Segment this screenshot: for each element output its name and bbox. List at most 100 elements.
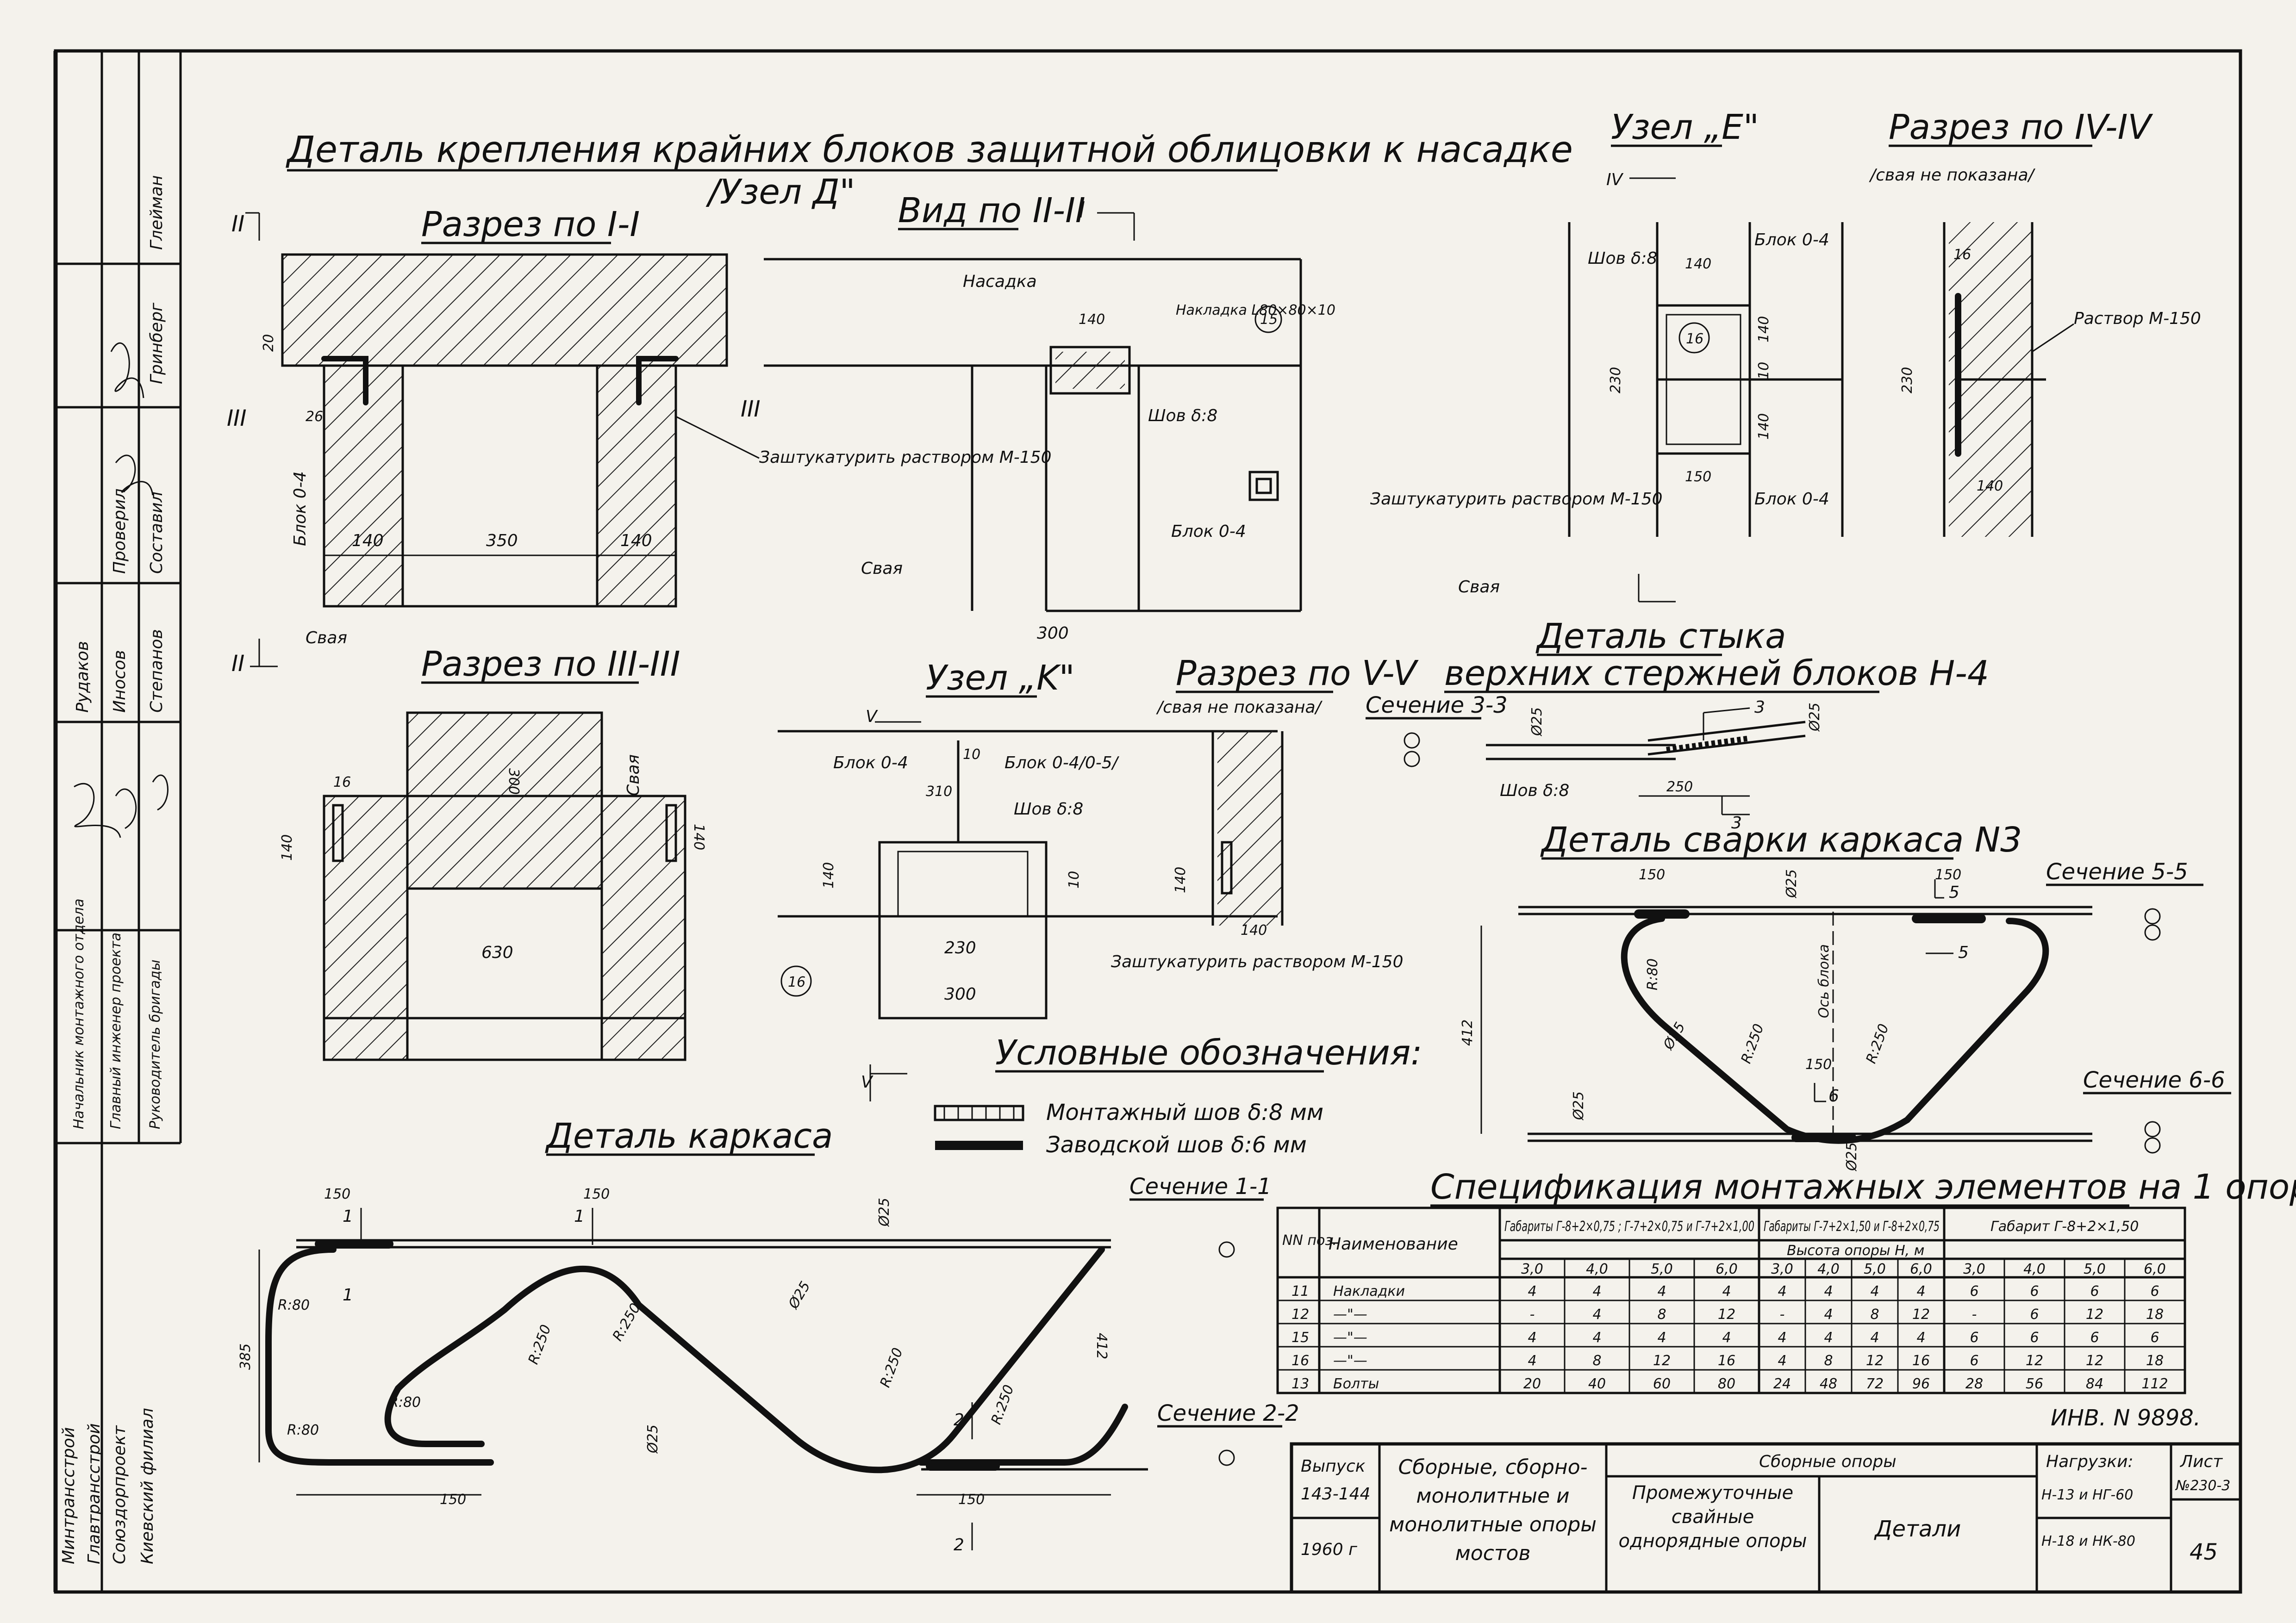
dimension: 16: [1953, 247, 1971, 263]
section-mark: 3: [1731, 814, 1742, 833]
spec-title: Спецификация монтажных элементов на 1 оп…: [1430, 1167, 2296, 1207]
row-value: 4: [1824, 1283, 1833, 1300]
height-value: 5,0: [1651, 1261, 1673, 1277]
section-subtitle: /свая не показана/: [1869, 166, 2036, 185]
axis-label: Ось блока: [1816, 944, 1832, 1018]
marker-16: 16: [788, 974, 805, 990]
dimension: 140: [821, 862, 837, 889]
dimension: 150: [583, 1186, 610, 1202]
section-label: Сечение 2-2: [1157, 1400, 1299, 1426]
view-2-2: Вид по II-II I Насадка Накладка L80×80×1…: [764, 191, 1335, 643]
dimension: 140: [1173, 867, 1189, 893]
height-header: Высота опоры Н, м: [1787, 1243, 1924, 1259]
row-name: Болты: [1333, 1376, 1379, 1392]
dimension: 630: [481, 943, 513, 962]
year: 1960 г: [1301, 1540, 1358, 1559]
row-value: 4: [1824, 1330, 1833, 1346]
dimension: 140: [1756, 413, 1772, 440]
dimension: 230: [944, 939, 976, 958]
weld-label: Шов δ:8: [1588, 249, 1657, 268]
row-value: 4: [1722, 1330, 1731, 1346]
sidebar-role: Проверил: [110, 488, 129, 574]
row-value: -: [1780, 1306, 1785, 1323]
height-value: 5,0: [2084, 1261, 2106, 1277]
pile-label: Свая: [306, 628, 347, 647]
uzel-k: Узел „K" V Блок 0-4 Блок 0-4/0-5/ Шов δ:…: [778, 658, 1403, 1101]
dimension: Ø25: [645, 1424, 661, 1454]
row-value: 12: [1653, 1353, 1671, 1369]
dimension: R:80: [278, 1297, 310, 1313]
row-value: 6: [2150, 1283, 2159, 1300]
dimension: 140: [620, 531, 652, 550]
row-value: 12: [1866, 1353, 1884, 1369]
height-value: 6,0: [2144, 1261, 2166, 1277]
pile-label: Свая: [624, 754, 643, 796]
section-label: Сечение 3-3: [1366, 692, 1508, 718]
block-label: Блок 0-4: [291, 471, 310, 546]
sidebar-role: Составил: [147, 491, 166, 574]
dimension: 150: [324, 1186, 350, 1202]
dimension: 140: [1685, 256, 1711, 272]
detail-subtitle: верхних стержней блоков Н-4: [1444, 653, 1989, 693]
row-value: 4: [1592, 1283, 1601, 1300]
dimension: 26: [306, 409, 323, 425]
detail-title: Деталь стыка: [1535, 616, 1786, 656]
row-value: 12: [2086, 1353, 2103, 1369]
row-value: 4: [1528, 1353, 1536, 1369]
row-value: 6: [1970, 1353, 1978, 1369]
legend-title: Условные обозначения:: [995, 1033, 1422, 1073]
row-value: 80: [1718, 1376, 1735, 1392]
section-mark: II: [231, 651, 244, 677]
row-pos: 16: [1292, 1353, 1309, 1369]
detail-title: Деталь каркаса: [545, 1116, 833, 1156]
dimension: 10: [1066, 871, 1082, 889]
section-mark: II: [231, 211, 244, 237]
dimension: R:250: [1738, 1022, 1767, 1066]
dimension: 350: [486, 531, 518, 550]
height-value: 6,0: [1716, 1261, 1738, 1277]
row-value: 6: [2030, 1330, 2039, 1346]
node-title: Узел „E": [1611, 107, 1759, 147]
section-title: Разрез по IV-IV: [1889, 107, 2153, 147]
row-value: 112: [2141, 1376, 2168, 1392]
row-value: 4: [1778, 1353, 1786, 1369]
row-value: 4: [1722, 1283, 1731, 1300]
row-value: 24: [1773, 1376, 1791, 1392]
row-value: 96: [1912, 1376, 1930, 1392]
row-value: 6: [1970, 1330, 1978, 1346]
col-header-name: Наименование: [1329, 1235, 1458, 1254]
dimension: 150: [440, 1492, 466, 1508]
row-value: 4: [1592, 1330, 1601, 1346]
row-value: 16: [1912, 1353, 1930, 1369]
row-value: 4: [1657, 1283, 1666, 1300]
sidebar: Глейман Гринберг Проверил Составил Рудак…: [56, 51, 182, 1592]
row-value: 6: [2090, 1283, 2099, 1300]
section-mark: 2: [954, 1536, 964, 1555]
dimension: 20: [261, 334, 277, 352]
col-header-pos: NN поз.: [1282, 1232, 1337, 1249]
row-value: 60: [1653, 1376, 1671, 1392]
row-name: —"—: [1333, 1353, 1367, 1369]
dimension: R:250: [877, 1346, 906, 1390]
dimension: 140: [352, 531, 384, 550]
row-value: 8: [1824, 1353, 1833, 1369]
row-value: 6: [2030, 1306, 2039, 1323]
row-pos: 13: [1292, 1376, 1309, 1392]
row-value: 12: [1912, 1306, 1930, 1323]
section-mark: V: [861, 1073, 873, 1092]
dimension: 150: [958, 1492, 985, 1508]
row-value: 6: [1970, 1283, 1978, 1300]
section-mark: III: [227, 405, 246, 431]
row-value: 48: [1820, 1376, 1837, 1392]
row-value: 4: [1916, 1283, 1925, 1300]
section-mark: I: [1079, 197, 1085, 223]
group-header: Габариты Г-8+2×0,75 ; Г-7+2×0,75 и Г-7+2…: [1504, 1219, 1754, 1235]
height-value: 4,0: [1586, 1261, 1608, 1277]
row-name: Накладки: [1333, 1283, 1405, 1300]
height-value: 4,0: [1817, 1261, 1840, 1277]
row-value: 20: [1523, 1376, 1541, 1392]
marker-15: 15: [1260, 311, 1278, 328]
sidebar-role: Гринберг: [147, 302, 166, 384]
block-label: Блок 0-4: [1171, 522, 1246, 541]
section-3-3: Разрез по III-III Свая 16 300 140 140 63…: [279, 644, 707, 1061]
